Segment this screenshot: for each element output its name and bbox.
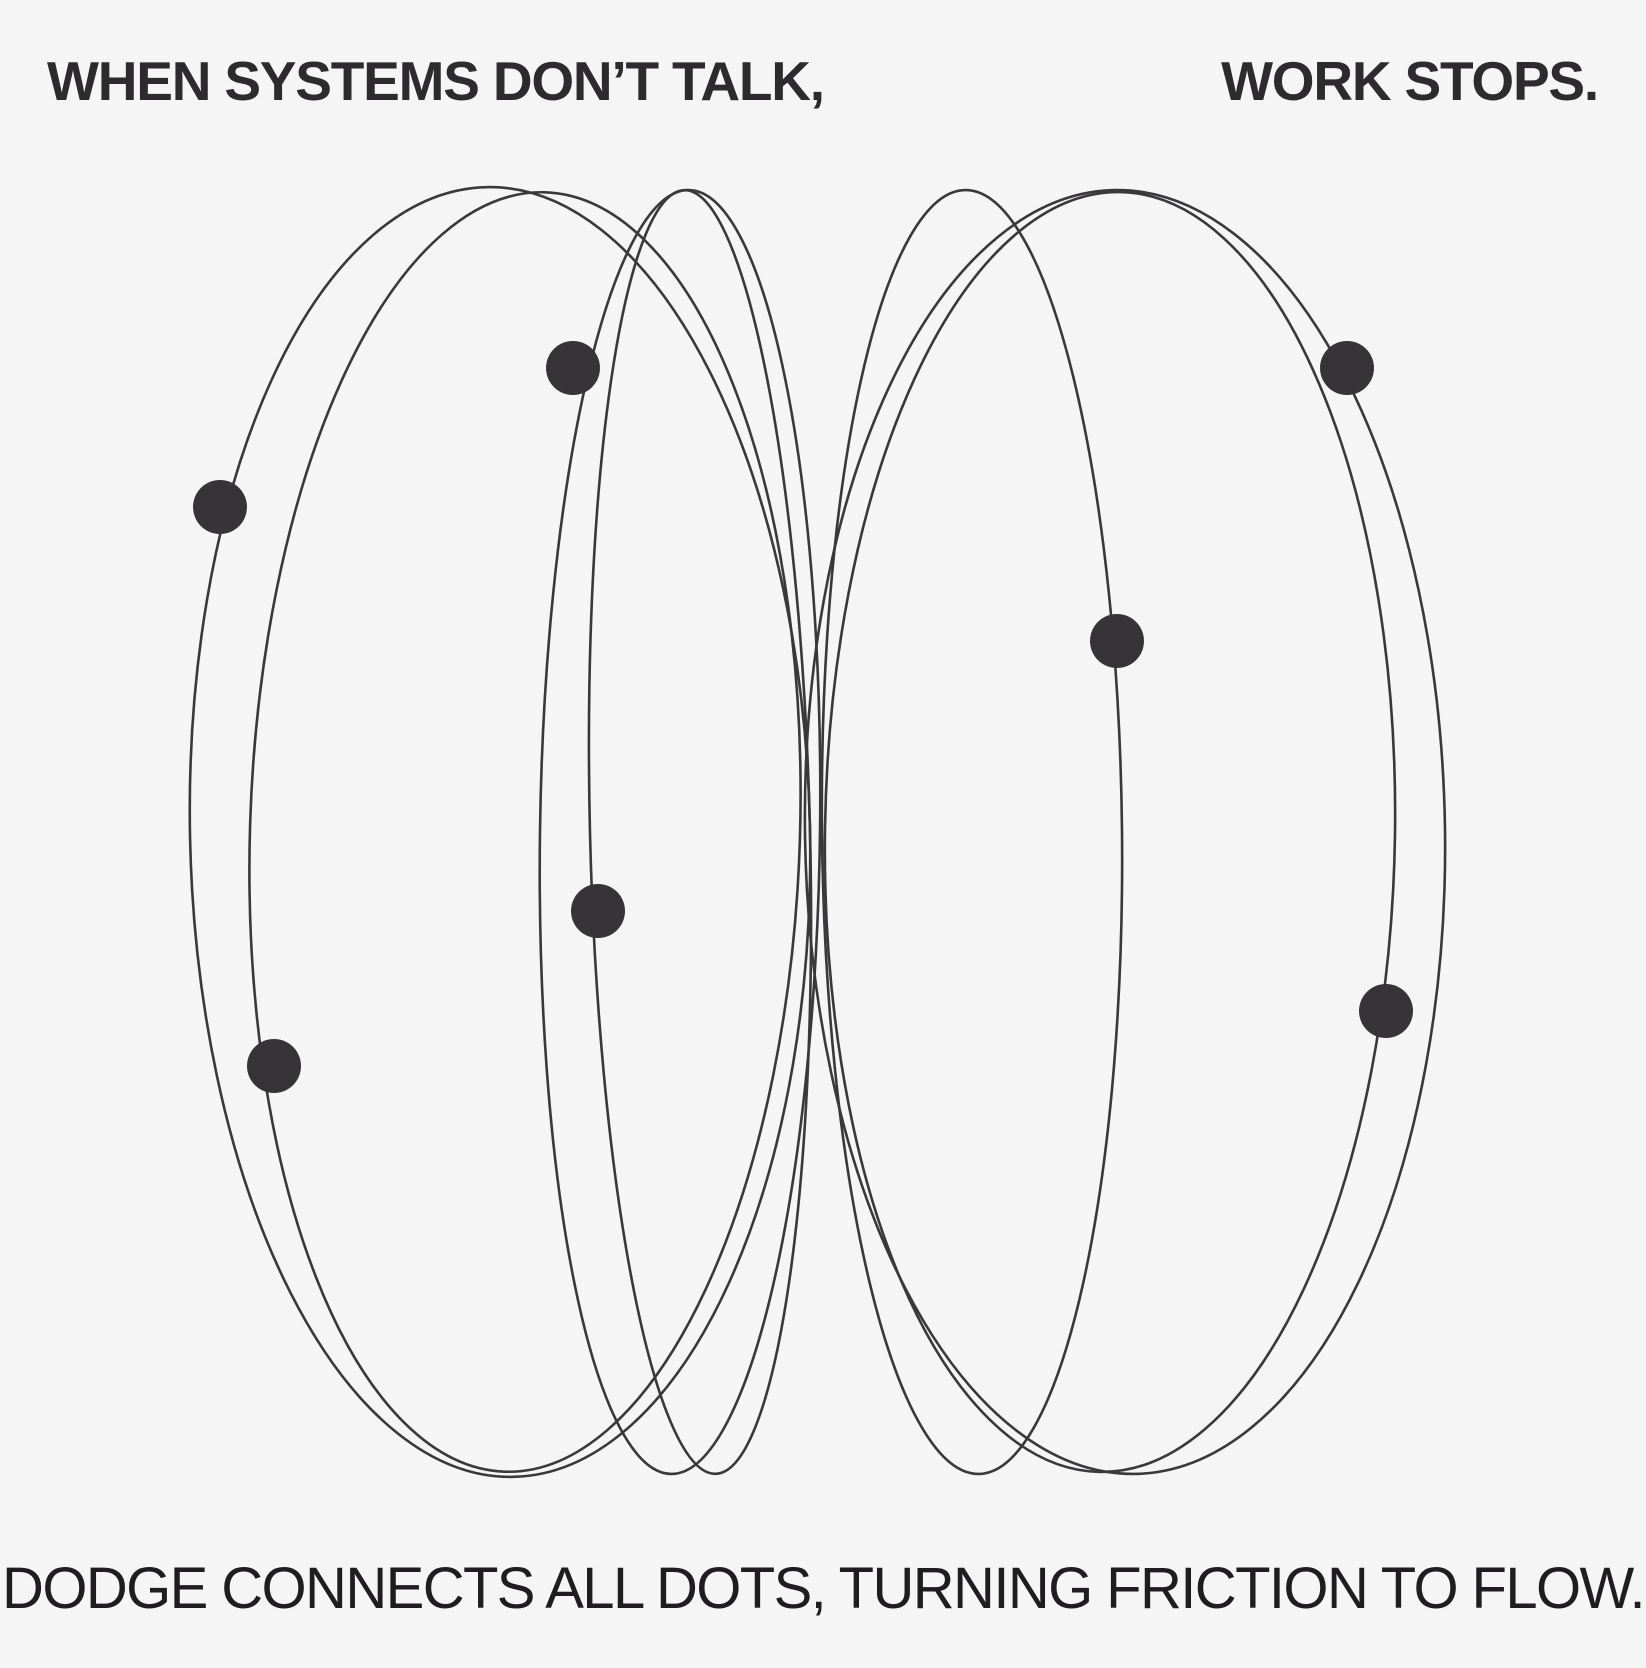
orbit-node [1320, 341, 1374, 395]
headline-right: WORK STOPS. [1221, 50, 1599, 112]
orbit-ring-right-outer [803, 188, 1447, 1476]
orbit-node [1090, 614, 1144, 668]
orbit-ring-right-inner [823, 190, 1397, 1474]
headline-left: WHEN SYSTEMS DON’T TALK, [47, 50, 825, 112]
orbit-ring-left-narrow-b [587, 188, 813, 1476]
orbit-node [546, 341, 600, 395]
tagline: DODGE CONNECTS ALL DOTS, TURNING FRICTIO… [2, 1556, 1646, 1621]
orbit-ring-left-inner [248, 190, 802, 1474]
orbit-node [193, 480, 247, 534]
orbit-ring-left-outer [188, 185, 812, 1479]
orbit-ring-right-narrow [820, 188, 1124, 1476]
orbit-node [1359, 984, 1413, 1038]
orbit-node [247, 1039, 301, 1093]
orbit-node [571, 884, 625, 938]
